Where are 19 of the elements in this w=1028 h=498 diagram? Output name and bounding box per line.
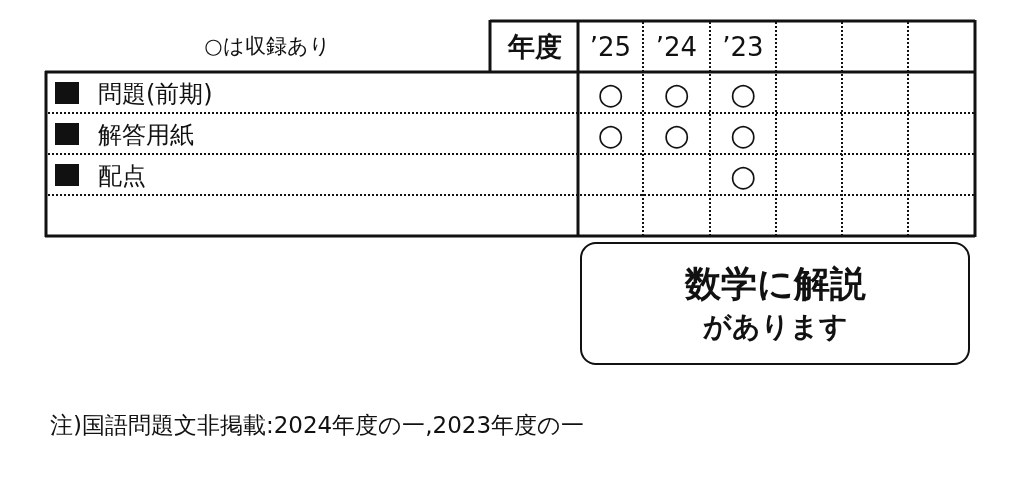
row-label: 配点 — [98, 160, 146, 192]
row-label: 解答用紙 — [98, 119, 194, 151]
included-mark: ○ — [728, 115, 758, 154]
included-mark: ○ — [728, 74, 758, 113]
year-header: ’25 — [588, 30, 633, 64]
note-box — [580, 242, 970, 365]
box-heading: 数学に解説 — [684, 264, 866, 304]
row-label: 問題(前期) — [98, 78, 213, 110]
included-mark: ○ — [662, 115, 691, 154]
footnote: 注)国語問題文非掲載:2024年度の一,2023年度の一 — [50, 410, 585, 440]
included-mark: ○ — [596, 115, 625, 154]
included-mark: ○ — [662, 74, 691, 113]
included-mark: ○ — [728, 156, 758, 195]
year-header: ’23 — [721, 30, 765, 64]
column-header: 年度 — [506, 30, 563, 64]
year-header: ’24 — [654, 30, 699, 64]
box-text: があります — [702, 311, 848, 343]
legend-note: ○は収録あり — [203, 32, 332, 60]
included-mark: ○ — [596, 74, 625, 113]
